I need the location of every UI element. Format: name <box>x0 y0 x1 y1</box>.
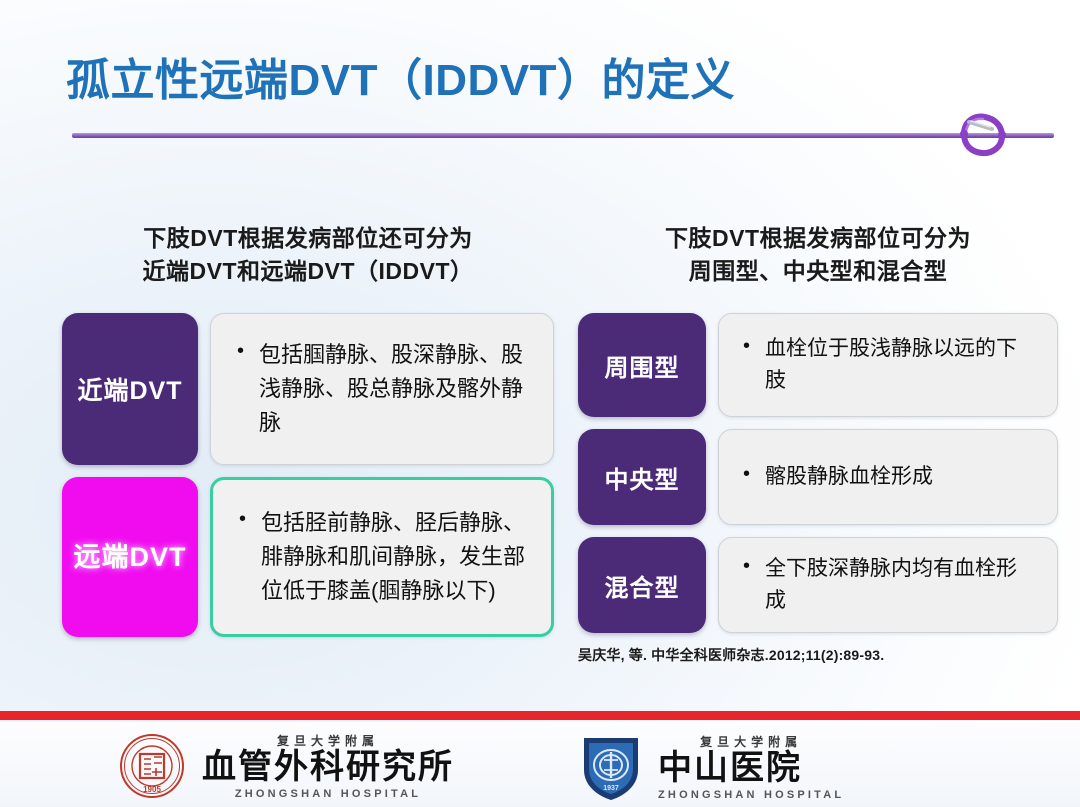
row-peripheral-type: 周围型 血栓位于股浅静脉以远的下肢 <box>578 313 1058 418</box>
seal-year-right: 1937 <box>603 785 619 792</box>
carabiner-clip-icon <box>960 113 1006 157</box>
panel-distal-dvt-text: 包括胫前静脉、胫后静脉、腓静脉和肌间静脉，发生部位低于膝盖(腘静脉以下) <box>235 504 539 608</box>
tag-mixed-type[interactable]: 混合型 <box>578 537 706 634</box>
left-column-heading: 下肢DVT根据发病部位还可分为 近端DVT和远端DVT（IDDVT） <box>62 222 554 287</box>
tag-peripheral-type[interactable]: 周围型 <box>578 313 706 418</box>
panel-peripheral-type: 血栓位于股浅静脉以远的下肢 <box>718 313 1058 418</box>
logo-right-name: 中山医院 <box>658 749 802 788</box>
page-title: 孤立性远端DVT（IDDVT）的定义 <box>66 56 735 105</box>
row-mixed-type: 混合型 全下肢深静脉内均有血栓形成 <box>578 537 1058 634</box>
panel-mixed-type: 全下肢深静脉内均有血栓形成 <box>718 537 1058 634</box>
row-distal-dvt: 远端DVT 包括胫前静脉、胫后静脉、腓静脉和肌间静脉，发生部位低于膝盖(腘静脉以… <box>62 477 554 638</box>
logo-right-english: ZHONGSHAN HOSPITAL <box>658 788 845 801</box>
panel-distal-dvt-inner: 包括胫前静脉、胫后静脉、腓静脉和肌间静脉，发生部位低于膝盖(腘静脉以下) <box>213 504 551 608</box>
panel-proximal-dvt: 包括腘静脉、股深静脉、股浅静脉、股总静脉及髂外静脉 <box>210 313 554 466</box>
logo-left-name: 血管外科研究所 <box>202 748 454 787</box>
fudan-university-seal-icon: 1905 <box>120 734 184 798</box>
panel-peripheral-type-inner: 血栓位于股浅静脉以远的下肢 <box>719 331 1057 398</box>
seal-year-left: 1905 <box>143 785 161 794</box>
logo-right-affiliation: 复旦大学附属 <box>700 735 803 750</box>
zhongshan-hospital-shield-icon: 1937 <box>584 738 638 800</box>
footer-separator-bar <box>0 711 1080 720</box>
panel-central-type-inner: 髂股静脉血栓形成 <box>719 459 955 494</box>
title-divider <box>72 113 1054 157</box>
panel-proximal-dvt-text: 包括腘静脉、股深静脉、股浅静脉、股总静脉及髂外静脉 <box>233 336 541 440</box>
citation-reference: 吴庆华, 等. 中华全科医师杂志.2012;11(2):89-93. <box>578 647 885 664</box>
tag-central-type[interactable]: 中央型 <box>578 429 706 526</box>
panel-proximal-dvt-inner: 包括腘静脉、股深静脉、股浅静脉、股总静脉及髂外静脉 <box>211 336 553 440</box>
left-rows: 近端DVT 包括腘静脉、股深静脉、股浅静脉、股总静脉及髂外静脉 远端DVT 包括… <box>62 313 554 638</box>
left-heading-line-1: 下肢DVT根据发病部位还可分为 <box>143 225 473 251</box>
logo-vascular-institute: 1905 复旦大学附属 血管外科研究所 ZHONGSHAN HOSPITAL <box>118 732 454 800</box>
tag-distal-dvt[interactable]: 远端DVT <box>62 477 198 638</box>
right-rows: 周围型 血栓位于股浅静脉以远的下肢 中央型 髂股静脉血栓形成 混合型 <box>578 313 1058 634</box>
left-heading-line-2: 近端DVT和远端DVT（IDDVT） <box>142 257 474 284</box>
panel-distal-dvt: 包括胫前静脉、胫后静脉、腓静脉和肌间静脉，发生部位低于膝盖(腘静脉以下) <box>210 477 554 638</box>
right-column: 下肢DVT根据发病部位可分为 周围型、中央型和混合型 周围型 血栓位于股浅静脉以… <box>578 222 1058 665</box>
panel-mixed-type-inner: 全下肢深静脉内均有血栓形成 <box>719 551 1057 618</box>
logo-right-text: 复旦大学附属 中山医院 ZHONGSHAN HOSPITAL <box>658 733 844 801</box>
divider-line <box>72 133 1054 138</box>
logo-left-english: ZHONGSHAN HOSPITAL <box>234 787 422 800</box>
panel-mixed-type-text: 全下肢深静脉内均有血栓形成 <box>739 551 1047 618</box>
right-column-heading: 下肢DVT根据发病部位可分为 周围型、中央型和混合型 <box>578 222 1058 287</box>
panel-peripheral-type-text: 血栓位于股浅静脉以远的下肢 <box>739 331 1047 398</box>
logo-zhongshan-hospital: 1937 复旦大学附属 中山医院 ZHONGSHAN HOSPITAL <box>580 732 844 802</box>
panel-central-type: 髂股静脉血栓形成 <box>718 429 1058 526</box>
right-heading-line-1: 下肢DVT根据发病部位可分为 <box>665 225 971 251</box>
row-proximal-dvt: 近端DVT 包括腘静脉、股深静脉、股浅静脉、股总静脉及髂外静脉 <box>62 313 554 466</box>
left-column: 下肢DVT根据发病部位还可分为 近端DVT和远端DVT（IDDVT） 近端DVT… <box>62 222 554 649</box>
logo-left-affiliation: 复旦大学附属 <box>276 734 379 749</box>
row-central-type: 中央型 髂股静脉血栓形成 <box>578 429 1058 526</box>
panel-central-type-text: 髂股静脉血栓形成 <box>739 459 945 494</box>
logo-left-text: 复旦大学附属 血管外科研究所 ZHONGSHAN HOSPITAL <box>202 732 454 800</box>
footer: 1905 复旦大学附属 血管外科研究所 ZHONGSHAN HOSPITAL 1… <box>0 722 1080 807</box>
right-heading-line-2: 周围型、中央型和混合型 <box>688 257 948 284</box>
tag-proximal-dvt[interactable]: 近端DVT <box>62 313 198 466</box>
